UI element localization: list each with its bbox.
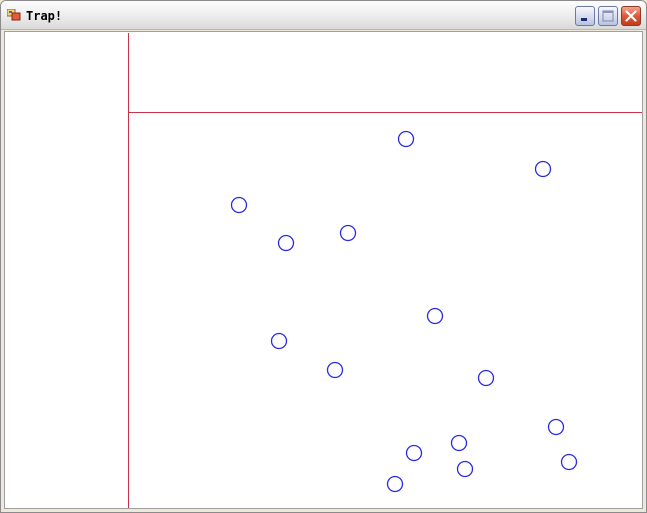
ball [477,369,495,387]
ball [386,475,404,493]
ball [426,307,444,325]
ball [456,460,474,478]
minimize-button[interactable] [575,6,595,26]
ball [326,361,344,379]
minimize-icon [581,18,587,21]
app-icon [7,9,21,21]
ball [277,234,295,252]
window-title: Trap! [26,9,63,23]
ball [339,224,357,242]
ball [450,434,468,452]
game-canvas[interactable] [5,32,642,508]
ball [270,332,288,350]
ball [547,418,565,436]
game-area[interactable] [4,31,643,509]
ball [534,160,552,178]
maximize-icon [602,10,614,22]
ball [397,130,415,148]
close-button[interactable] [621,6,641,26]
close-icon [625,10,637,22]
ball [405,444,423,462]
ball [560,453,578,471]
title-bar[interactable]: Trap! [1,1,646,30]
maximize-button[interactable] [598,6,618,26]
ball [230,196,248,214]
